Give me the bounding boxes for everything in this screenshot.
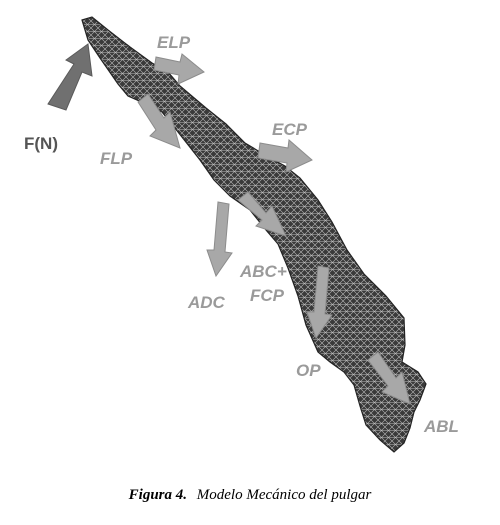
- force-label: F(N): [24, 134, 58, 153]
- figure-number: Figura 4.: [128, 487, 188, 503]
- abc-fcp-label-line1: ABC+: [239, 262, 287, 281]
- abl-label: ABL: [423, 417, 459, 436]
- op-label: OP: [296, 361, 321, 380]
- ecp-arrow: [257, 139, 313, 173]
- thumb-mesh: [81, 16, 427, 453]
- op-arrow: [306, 265, 333, 340]
- flp-label: FLP: [100, 149, 133, 168]
- abl-arrow: [367, 351, 411, 405]
- figure-caption: Figura 4. Modelo Mecánico del pulgar: [0, 487, 500, 504]
- thumb-mechanical-model-diagram: F(N) ELP FLP ECP ADC ABC+ FCP OP ABL: [24, 16, 459, 453]
- flp-arrow: [137, 93, 181, 149]
- abc-fcp-arrow: [237, 191, 287, 237]
- ecp-label: ECP: [272, 120, 308, 139]
- figure-caption-text: Modelo Mecánico del pulgar: [196, 487, 372, 503]
- force-arrow: [47, 43, 93, 111]
- abc-fcp-label-line2: FCP: [250, 286, 285, 305]
- elp-label: ELP: [157, 33, 191, 52]
- elp-arrow: [153, 53, 205, 85]
- adc-arrow: [206, 201, 233, 278]
- adc-label: ADC: [187, 293, 226, 312]
